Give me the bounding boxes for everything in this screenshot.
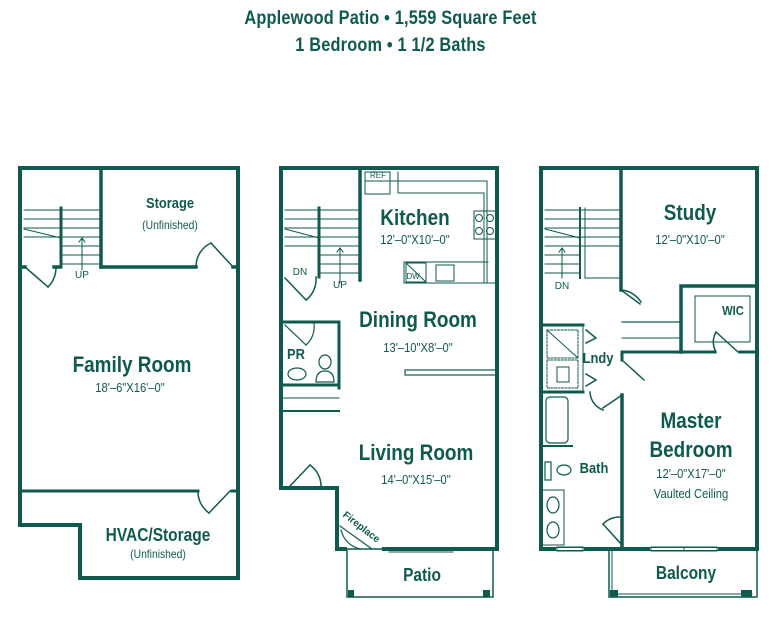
hvac-storage-note: (Unfinished) xyxy=(130,547,186,561)
storage-label: Storage xyxy=(145,195,195,212)
dishwasher-label: DW xyxy=(406,272,420,281)
family-room-dims: 18'–6"X16'–0" xyxy=(95,380,165,395)
lower-floor-walls xyxy=(18,166,240,580)
upper-floor-walls xyxy=(539,166,759,598)
bath-label: Bath xyxy=(579,460,609,477)
refrigerator-label: REF xyxy=(370,171,386,180)
dining-room-label: Dining Room xyxy=(359,307,477,332)
lower-stair-up-label: UP xyxy=(75,270,89,281)
plan-title-line1: Applewood Patio • 1,559 Square Feet xyxy=(244,8,537,29)
laundry-label: Lndy xyxy=(582,350,614,367)
storage-note: (Unfinished) xyxy=(142,218,198,232)
living-room-dims: 14'–0"X15'–0" xyxy=(381,472,451,487)
dining-room-dims: 13'–10"X8'–0" xyxy=(383,340,453,355)
master-bedroom-label-line1: Master xyxy=(660,408,722,433)
main-floor-walls xyxy=(279,166,499,598)
kitchen-label: Kitchen xyxy=(380,205,450,230)
patio-label: Patio xyxy=(403,565,441,585)
main-stair-up-label: UP xyxy=(333,280,347,291)
study-label: Study xyxy=(663,200,717,225)
master-bedroom-dims: 12'–0"X17'–0" xyxy=(656,466,726,481)
master-bedroom-note: Vaulted Ceiling xyxy=(653,486,729,501)
main-stair-down-label: DN xyxy=(292,267,308,278)
wic-label: WIC xyxy=(722,303,744,318)
balcony-label: Balcony xyxy=(655,563,717,583)
family-room-label: Family Room xyxy=(72,352,192,377)
hvac-storage-label: HVAC/Storage xyxy=(105,525,211,545)
master-bedroom-label-line2: Bedroom xyxy=(649,437,733,462)
living-room-label: Living Room xyxy=(358,440,474,465)
powder-room-label: PR xyxy=(287,346,305,363)
plan-title-line2: 1 Bedroom • 1 1/2 Baths xyxy=(295,35,486,56)
study-dims: 12'–0"X10'–0" xyxy=(655,232,725,247)
kitchen-dims: 12'–0"X10'–0" xyxy=(380,232,450,247)
upper-stair-down-label: DN xyxy=(554,281,570,292)
